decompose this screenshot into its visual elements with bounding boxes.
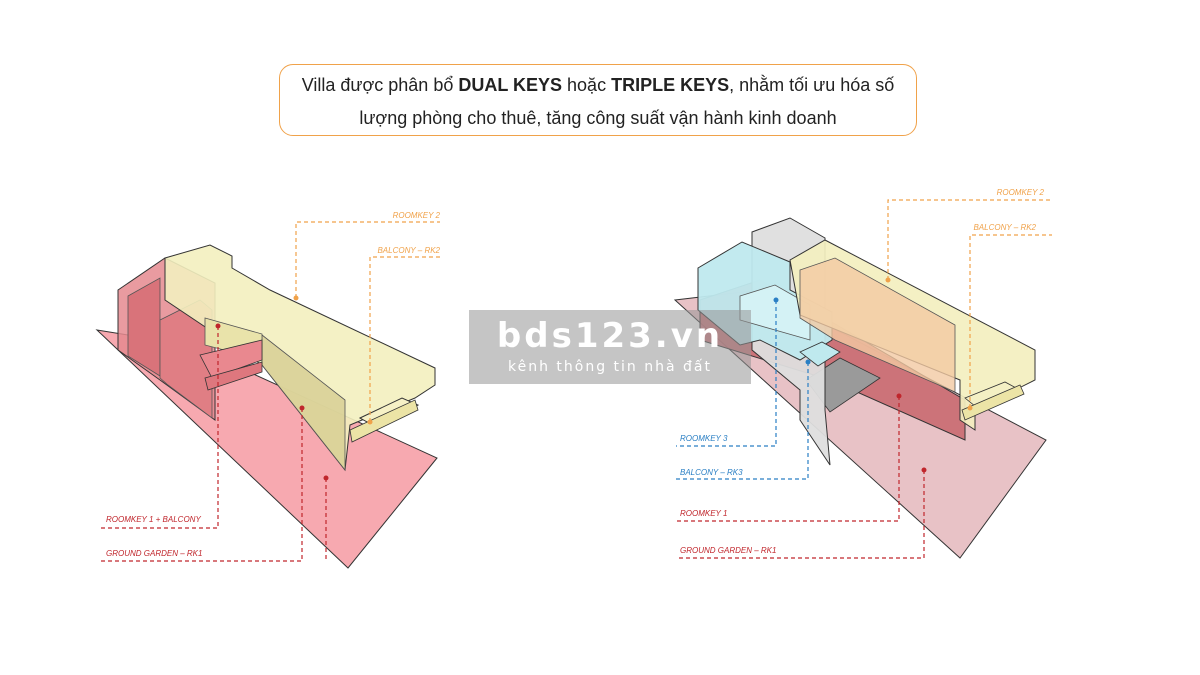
right-leader-balcony-rk3	[676, 362, 809, 480]
left-marker-ground-a	[299, 405, 305, 411]
right-leader-roomkey3	[676, 300, 777, 447]
left-balcony-rk2-edge	[349, 399, 419, 443]
right-marker-ground	[921, 467, 927, 473]
right-marker-roomkey3	[773, 297, 779, 303]
caption-text: , nhằm tối ưu hóa số	[729, 75, 895, 95]
left-label-ground-garden: GROUND GARDEN – RK1	[106, 549, 202, 558]
left-marker-roomkey2	[293, 295, 299, 301]
right-label-balcony-rk3: BALCONY – RK3	[680, 468, 743, 477]
right-leader-ground-rk1	[676, 470, 925, 559]
caption-text: Villa được phân bổ	[301, 75, 459, 95]
right-leader-roomkey2	[887, 199, 1052, 280]
watermark-main: bds123.vn	[496, 316, 724, 356]
left-marker-ground-b	[323, 475, 329, 481]
caption-dual-keys: DUAL KEYS	[458, 75, 563, 95]
left-marker-balcony-rk2	[367, 419, 373, 425]
left-label-roomkey1-balcony: ROOMKEY 1 + BALCONY	[106, 515, 201, 524]
right-leader-balcony-rk2	[969, 234, 1052, 408]
left-villa-diagram: ROOMKEY 2 BALCONY – RK2 ROOMKEY 1 + BALC…	[95, 211, 441, 569]
left-leader-roomkey2	[295, 221, 440, 298]
left-balcony-rk1-edge	[204, 361, 263, 391]
left-balcony-rk1	[199, 339, 263, 379]
right-label-roomkey3: ROOMKEY 3	[680, 434, 728, 443]
right-balcony-rk2-edge	[961, 384, 1025, 421]
left-leader-roomkey1	[100, 326, 219, 529]
right-label-roomkey1: ROOMKEY 1	[680, 509, 727, 518]
left-label-roomkey2: ROOMKEY 2	[393, 211, 441, 220]
right-leader-roomkey1	[676, 396, 900, 522]
right-label-balcony-rk2: BALCONY – RK2	[973, 223, 1036, 232]
right-marker-roomkey1	[896, 393, 902, 399]
watermark: bds123.vn kênh thông tin nhà đất	[469, 310, 751, 384]
left-marker-roomkey1	[215, 323, 221, 329]
caption-line-2: lượng phòng cho thuê, tăng công suất vận…	[359, 108, 837, 128]
right-roomkey2-face	[799, 257, 956, 393]
right-label-ground-garden: GROUND GARDEN – RK1	[680, 546, 776, 555]
right-label-roomkey2: ROOMKEY 2	[997, 188, 1045, 197]
left-leader-balcony-rk2	[369, 256, 440, 422]
caption-box: Villa được phân bổ DUAL KEYS hoặc TRIPLE…	[279, 64, 917, 136]
right-marker-balcony-rk2	[967, 405, 973, 411]
right-roomkey3-balcony	[799, 341, 841, 367]
left-leader-ground-rk1a	[100, 408, 303, 562]
caption-text: hoặc	[562, 75, 612, 95]
caption-line-1: Villa được phân bổ DUAL KEYS hoặc TRIPLE…	[280, 69, 916, 102]
left-label-balcony-rk2: BALCONY – RK2	[377, 246, 440, 255]
watermark-sub: kênh thông tin nhà đất	[508, 359, 712, 375]
caption-triple-keys: TRIPLE KEYS	[611, 75, 730, 95]
right-marker-roomkey2	[885, 277, 891, 283]
right-marker-balcony-rk3	[805, 359, 811, 365]
